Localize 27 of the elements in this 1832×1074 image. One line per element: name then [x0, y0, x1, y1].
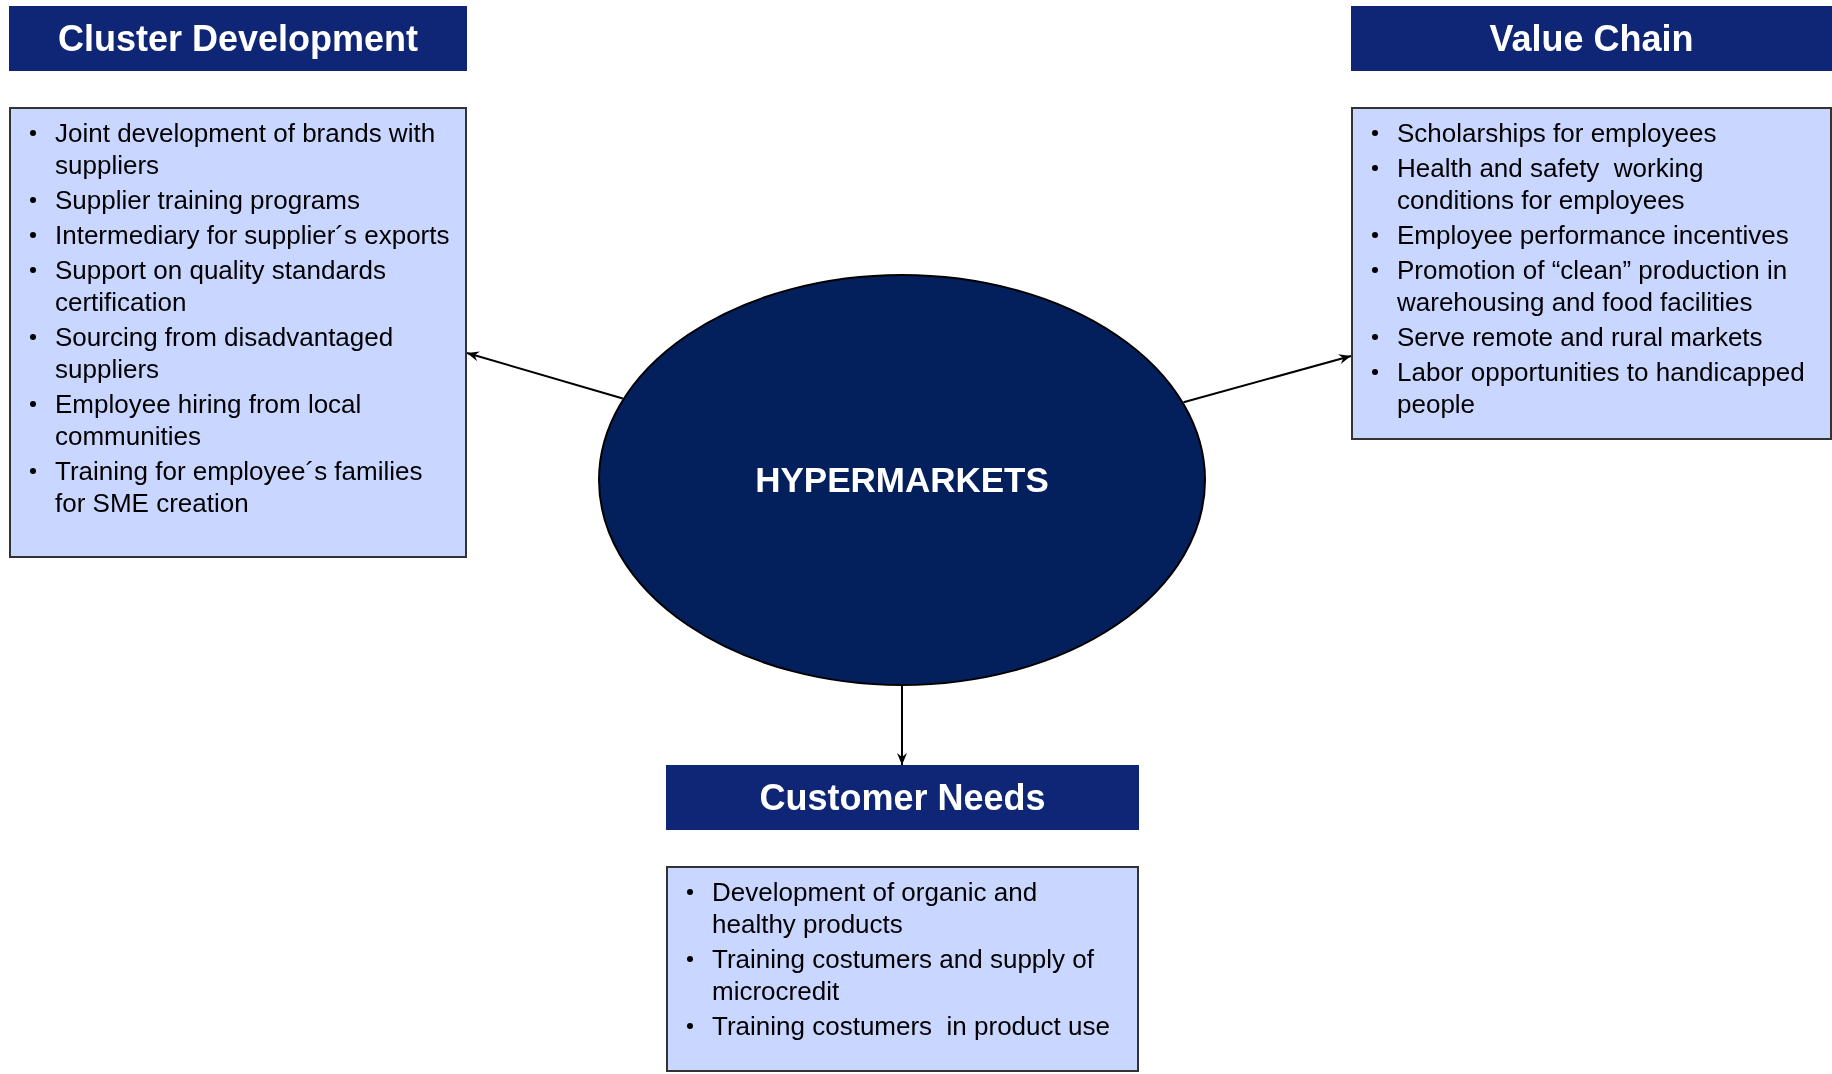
list-item: Labor opportunities to handicapped people	[1397, 356, 1806, 420]
list-item: Joint development of brands with suppliers	[55, 117, 437, 181]
section-header: Customer Needs	[666, 765, 1139, 830]
hub-label: HYPERMARKETS	[755, 460, 1049, 500]
section-header: Cluster Development	[9, 6, 467, 71]
bullet-list-box	[1351, 107, 1832, 440]
hub-ellipse	[598, 274, 1206, 686]
list-item: Scholarships for employees	[1397, 117, 1718, 149]
list-item: Supplier training programs	[55, 184, 361, 216]
list-item: Promotion of “clean” production in warehousing and food facilities	[1397, 254, 1789, 318]
section-header: Value Chain	[1351, 6, 1832, 71]
arrow	[1182, 354, 1352, 404]
list-item: Employee hiring from local communities	[55, 388, 363, 452]
list-item: Training costumers in product use	[712, 1010, 1111, 1042]
arrow	[897, 685, 907, 766]
list-item: Intermediary for supplier´s exports	[55, 219, 450, 251]
bullet-list-box	[9, 107, 467, 558]
list-item: Employee performance incentives	[1397, 219, 1790, 251]
list-item: Serve remote and rural markets	[1397, 321, 1764, 353]
list-item: Support on quality standards certification	[55, 254, 387, 318]
list-item: Development of organic and healthy products	[712, 876, 1039, 940]
bullet-list-box	[666, 866, 1139, 1072]
list-item: Health and safety working conditions for employees	[1397, 152, 1705, 216]
list-item: Sourcing from disadvantaged suppliers	[55, 321, 395, 385]
list-item: Training for employee´s families for SME creation	[55, 455, 424, 519]
list-item: Training costumers and supply of microcredit	[712, 943, 1095, 1007]
arrow	[466, 351, 624, 400]
